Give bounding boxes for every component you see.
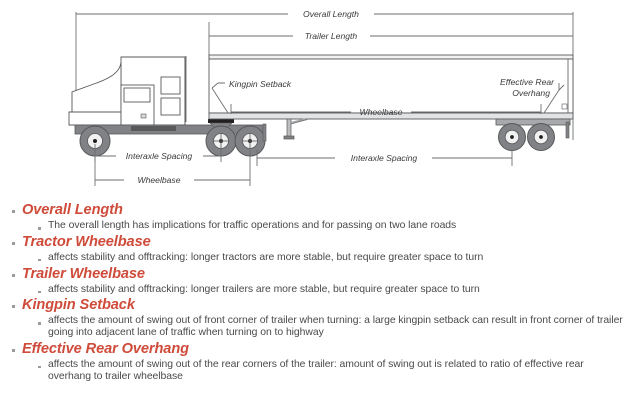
tractor-window xyxy=(123,87,151,103)
definition-group-overall-length: Overall Length The overall length has im… xyxy=(0,202,630,232)
definition-detail: affects the amount of swing out of front… xyxy=(48,315,623,339)
tractor-door-handle xyxy=(140,113,147,119)
lower-dimension-lines xyxy=(94,144,513,186)
definition-detail-row: affects the amount of swing out of the r… xyxy=(0,359,630,383)
definition-detail-row: affects stability and offtracking: longe… xyxy=(0,284,630,296)
definition-detail: affects stability and offtracking: longe… xyxy=(48,283,480,295)
definition-heading: Kingpin Setback xyxy=(22,297,135,314)
trailer-wheel-rear xyxy=(527,123,555,151)
tractor-mudflap xyxy=(262,123,267,142)
label-trailer-wheelbase: Wheelbase xyxy=(360,107,403,117)
definition-group-tractor-wheelbase: Tractor Wheelbase affects stability and … xyxy=(0,234,630,264)
definition-group-effective-rear-overhang: Effective Rear Overhang affects the amou… xyxy=(0,341,630,383)
sub-bullet-square-icon xyxy=(38,365,48,369)
inner-dimension-lines xyxy=(211,82,565,114)
trailer-body xyxy=(208,58,574,114)
label-kingpin-setback: Kingpin Setback xyxy=(229,79,292,89)
label-effective-rear-overhang-line2: Overhang xyxy=(512,88,550,98)
leader-ero-diag xyxy=(543,89,560,114)
definition-group-trailer-wheelbase: Trailer Wheelbase affects stability and … xyxy=(0,266,630,296)
definition-detail-row: affects the amount of swing out of front… xyxy=(0,315,630,339)
definition-heading-row: Overall Length xyxy=(0,202,630,219)
sub-bullet-square-icon xyxy=(38,322,48,325)
label-overall-length: Overall Length xyxy=(303,9,359,19)
tractor-group xyxy=(68,56,267,157)
definition-heading-row: Tractor Wheelbase xyxy=(0,234,630,251)
trailer-bogie-deck xyxy=(495,118,571,126)
tractor-hood xyxy=(71,61,122,113)
tractor-bumper xyxy=(68,111,122,126)
definition-detail: affects the amount of swing out of the r… xyxy=(48,358,584,382)
truck-dimension-diagram: Overall Length Trailer Length Kingpin Se… xyxy=(68,9,574,186)
sub-bullet-square-icon xyxy=(38,290,48,294)
definition-heading: Trailer Wheelbase xyxy=(22,265,145,282)
definition-heading-row: Effective Rear Overhang xyxy=(0,341,630,358)
definition-heading: Overall Length xyxy=(22,202,123,218)
trailer-group xyxy=(208,54,574,151)
definition-detail-row: The overall length has implications for … xyxy=(0,220,630,232)
tractor-front-wheel xyxy=(79,125,111,157)
trailer-rear-fitting xyxy=(561,103,568,110)
sub-bullet-square-icon xyxy=(38,227,48,230)
trailer-roof xyxy=(208,54,574,60)
trailer-floor-rail xyxy=(208,112,574,120)
definition-detail-row: affects stability and offtracking: longe… xyxy=(0,252,630,264)
label-trailer-interaxle-spacing: Interaxle Spacing xyxy=(351,153,418,163)
trailer-wheel-front xyxy=(498,123,526,151)
landing-gear xyxy=(283,117,309,140)
sleeper-window-lower xyxy=(160,97,181,116)
label-tractor-interaxle-spacing: Interaxle Spacing xyxy=(126,151,193,161)
bullet-square-icon xyxy=(12,210,22,213)
fifth-wheel-plate xyxy=(208,119,234,123)
bullet-square-icon xyxy=(12,273,22,277)
definition-heading-row: Kingpin Setback xyxy=(0,297,630,314)
tractor-fuel-tank xyxy=(131,126,176,131)
definition-detail: The overall length has implications for … xyxy=(48,220,457,231)
definition-heading: Tractor Wheelbase xyxy=(22,233,151,250)
trailer-mudflap xyxy=(565,121,570,139)
bullet-square-icon xyxy=(12,348,22,352)
tractor-drive-wheel-rear xyxy=(234,125,266,157)
sleeper-window-upper xyxy=(160,76,181,95)
definition-heading: Effective Rear Overhang xyxy=(22,340,189,357)
leader-kingpin-diag xyxy=(211,87,229,114)
bullet-square-icon xyxy=(12,241,22,245)
label-trailer-length: Trailer Length xyxy=(305,31,358,41)
definition-detail: affects stability and offtracking: longe… xyxy=(48,251,484,263)
definition-group-kingpin-setback: Kingpin Setback affects the amount of sw… xyxy=(0,297,630,339)
leader-kingpin-setback xyxy=(211,82,225,89)
label-effective-rear-overhang-line1: Effective Rear xyxy=(500,77,555,87)
label-tractor-wheelbase: Wheelbase xyxy=(138,175,181,185)
dimension-lines-group xyxy=(75,12,574,140)
fifth-wheel-mount xyxy=(209,122,233,128)
definition-heading-row: Trailer Wheelbase xyxy=(0,266,630,283)
definitions-list: Overall Length The overall length has im… xyxy=(0,202,630,404)
sub-bullet-square-icon xyxy=(38,258,48,262)
bullet-square-icon xyxy=(12,305,22,309)
